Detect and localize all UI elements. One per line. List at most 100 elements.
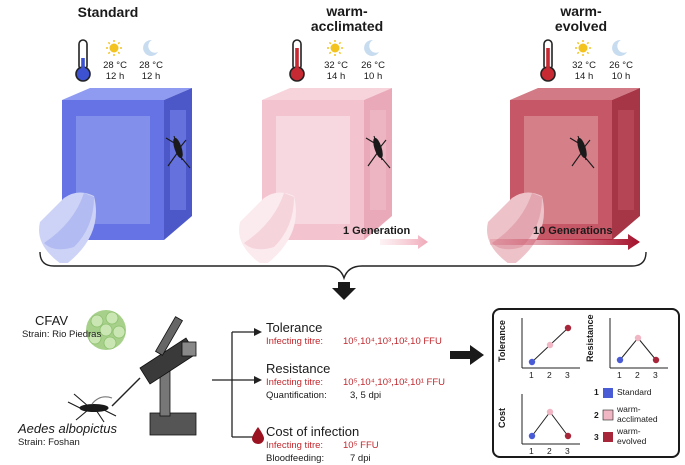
cost-axis-label: Cost [497,408,507,428]
sun-icon [575,40,591,56]
mosquito-icon [67,393,117,423]
legend-num-2: 2 [594,410,599,420]
tick: 3 [565,446,570,456]
acclimated-night: 26 °C 10 h [356,60,390,82]
tolerance-title: Tolerance [266,320,323,335]
point-warm-acclimated [546,408,554,416]
thermometer-icon [75,39,91,82]
legend-swatch-warm-acclimated [602,409,614,421]
resistance-quant-label: Quantification: [266,390,327,401]
blood-drop-icon [252,427,264,444]
predictions-panel [492,308,680,458]
cost-mini-chart [521,394,580,445]
sun-icon [327,40,343,56]
title-standard: Standard [77,4,139,20]
cage-warm-evolved [487,88,640,263]
resistance-axis-label: Resistance [585,314,595,362]
day-temp: 32 °C [324,60,348,71]
tolerance-mini-chart [521,318,580,369]
title-warm-evolved-line2: evolved [554,18,608,34]
legend-label-warm-evolved: warm- evolved [617,426,647,446]
title-warm-evolved-line1: warm- [560,3,602,19]
tick: 1 [617,370,622,380]
tick: 3 [565,370,570,380]
generation-label-10: 10 Generations [533,225,613,237]
resistance-infect-label: Infecting titre: [266,377,324,388]
cost-title: Cost of infection [266,424,360,439]
legend-label-line2: evolved [617,435,647,446]
generation-label-1: 1 Generation [343,225,411,237]
down-arrow-icon [332,282,356,300]
resistance-mini-chart [609,318,668,369]
cage-standard [39,88,192,263]
night-hours: 10 h [363,71,383,82]
legend-label-warm-acclimated: warm- acclimated [617,404,658,424]
day-hours: 12 h [105,71,125,82]
cages [39,88,640,263]
condition-icons [75,39,627,82]
legend-label-standard: Standard [617,387,652,397]
point-standard [616,356,624,364]
day-hours: 14 h [326,71,346,82]
tick: 3 [653,370,658,380]
legend-num-3: 3 [594,432,599,442]
virus-name: CFAV [35,313,68,328]
tolerance-infect-label: Infecting titre: [266,336,324,347]
bracket-connector [39,251,647,300]
experiment-branches [212,328,262,441]
standard-day: 28 °C 12 h [98,60,132,82]
tick: 1 [529,370,534,380]
standard-night: 28 °C 12 h [134,60,168,82]
tolerance-axis-label: Tolerance [497,320,507,362]
title-warm-acclimated-line2: acclimated [310,18,384,34]
legend-swatch-standard [603,388,613,398]
cost-blood-value: 7 dpi [350,453,371,464]
point-warm-acclimated [546,341,554,349]
night-hours: 12 h [141,71,161,82]
night-hours: 10 h [611,71,631,82]
resistance-infect-value: 10⁵,10⁴,10³,10²,10¹ FFU [343,377,446,388]
tolerance-infect-value: 10⁵,10⁴,10³,10²,10 FFU [343,336,442,347]
generation-arrow-1 [380,235,428,249]
cost-infect-label: Infecting titre: [266,440,324,451]
evolved-day: 32 °C 14 h [567,60,601,82]
mosquito-icon [365,135,391,169]
virus-strain: Strain: Rio Piedras [22,329,102,340]
mosquito-icon [569,135,595,169]
point-warm-evolved [564,432,572,440]
legend-label-line1: warm- [617,404,641,414]
moon-icon [612,39,627,56]
point-standard [528,358,536,366]
mosquito-strain: Strain: Foshan [18,437,80,448]
point-warm-evolved [652,356,660,364]
virus-icon [86,310,126,350]
cost-infect-value: 10⁵ FFU [343,440,379,451]
point-warm-evolved [564,324,572,332]
legend-label-line2: acclimated [617,413,658,424]
title-warm-acclimated: warm- acclimated [292,4,402,34]
evolved-night: 26 °C 10 h [604,60,638,82]
sun-icon [106,40,122,56]
tick: 1 [529,446,534,456]
legend-swatch-warm-evolved [603,432,613,442]
day-temp: 32 °C [572,60,596,71]
title-warm-acclimated-line1: warm- [326,3,368,19]
tick: 2 [547,446,552,456]
night-temp: 28 °C [139,60,163,71]
generation-arrow-10 [490,234,640,250]
cage-warm-acclimated [239,88,392,263]
thermometer-icon [540,39,556,82]
resistance-title: Resistance [266,361,331,376]
title-warm-evolved: warm- evolved [526,4,636,34]
resistance-quant-value: 3, 5 dpi [350,390,382,401]
mosquito-name: Aedes albopictus [18,421,118,436]
microinjector-icon [111,316,197,436]
night-temp: 26 °C [361,60,385,71]
organisms-illustration [67,310,197,436]
day-hours: 14 h [574,71,594,82]
tick: 2 [635,370,640,380]
moon-icon [364,39,379,56]
day-temp: 28 °C [103,60,127,71]
cost-blood-label: Bloodfeeding: [266,453,325,464]
night-temp: 26 °C [609,60,633,71]
